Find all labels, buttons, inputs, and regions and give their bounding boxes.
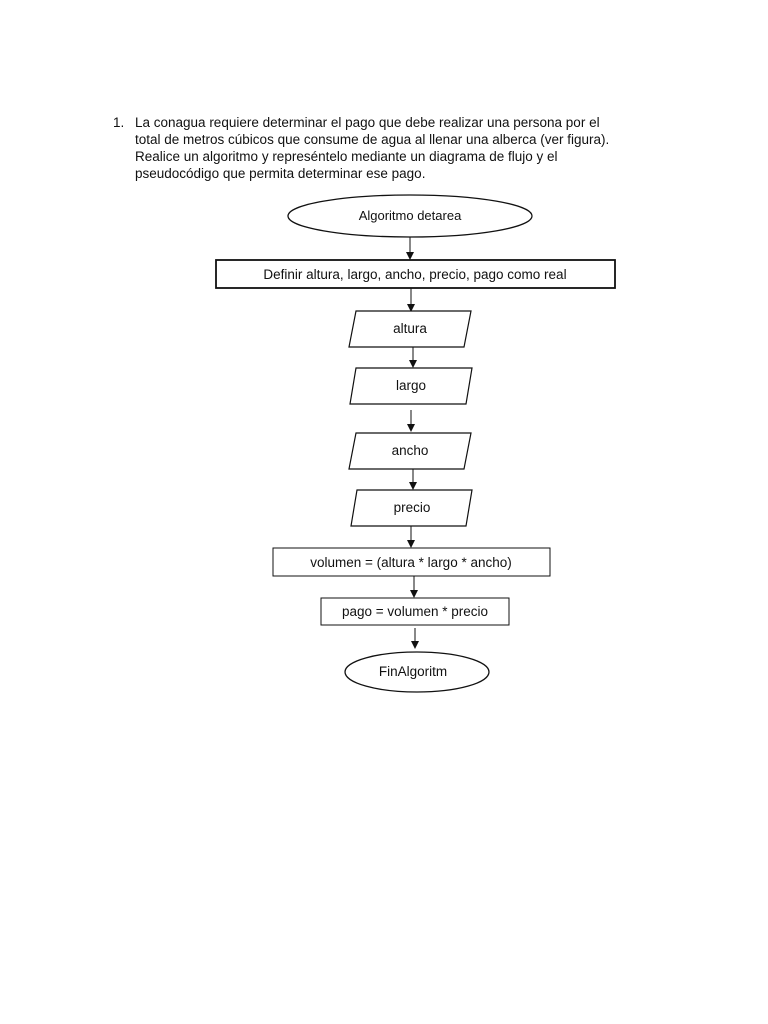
input-altura: altura — [348, 310, 472, 348]
problem-line: pseudocódigo que permita determinar ese … — [135, 166, 426, 181]
problem-line: total de metros cúbicos que consume de a… — [135, 132, 610, 147]
input-precio: precio — [350, 489, 473, 527]
input-label: altura — [393, 321, 427, 336]
define-process: Definir altura, largo, ancho, precio, pa… — [215, 259, 616, 289]
define-label: Definir altura, largo, ancho, precio, pa… — [263, 267, 566, 282]
input-ancho: ancho — [348, 432, 472, 470]
problem-line: La conagua requiere determinar el pago q… — [135, 115, 600, 130]
start-terminal: Algoritmo detarea — [287, 194, 533, 238]
input-label: precio — [394, 500, 431, 515]
problem-text: La conagua requiere determinar el pago q… — [135, 114, 695, 182]
problem-line: Realice un algoritmo y represéntelo medi… — [135, 149, 558, 164]
volume-process: volumen = (altura * largo * ancho) — [272, 547, 551, 577]
input-largo: largo — [349, 367, 473, 405]
input-label: ancho — [392, 443, 429, 458]
payment-label: pago = volumen * precio — [342, 604, 488, 619]
payment-process: pago = volumen * precio — [320, 597, 510, 626]
volume-label: volumen = (altura * largo * ancho) — [310, 555, 512, 570]
end-label: FinAlgoritm — [379, 664, 447, 679]
end-terminal: FinAlgoritm — [344, 651, 490, 693]
list-number: 1. — [113, 115, 125, 130]
start-label: Algoritmo detarea — [359, 208, 462, 223]
input-label: largo — [396, 378, 426, 393]
